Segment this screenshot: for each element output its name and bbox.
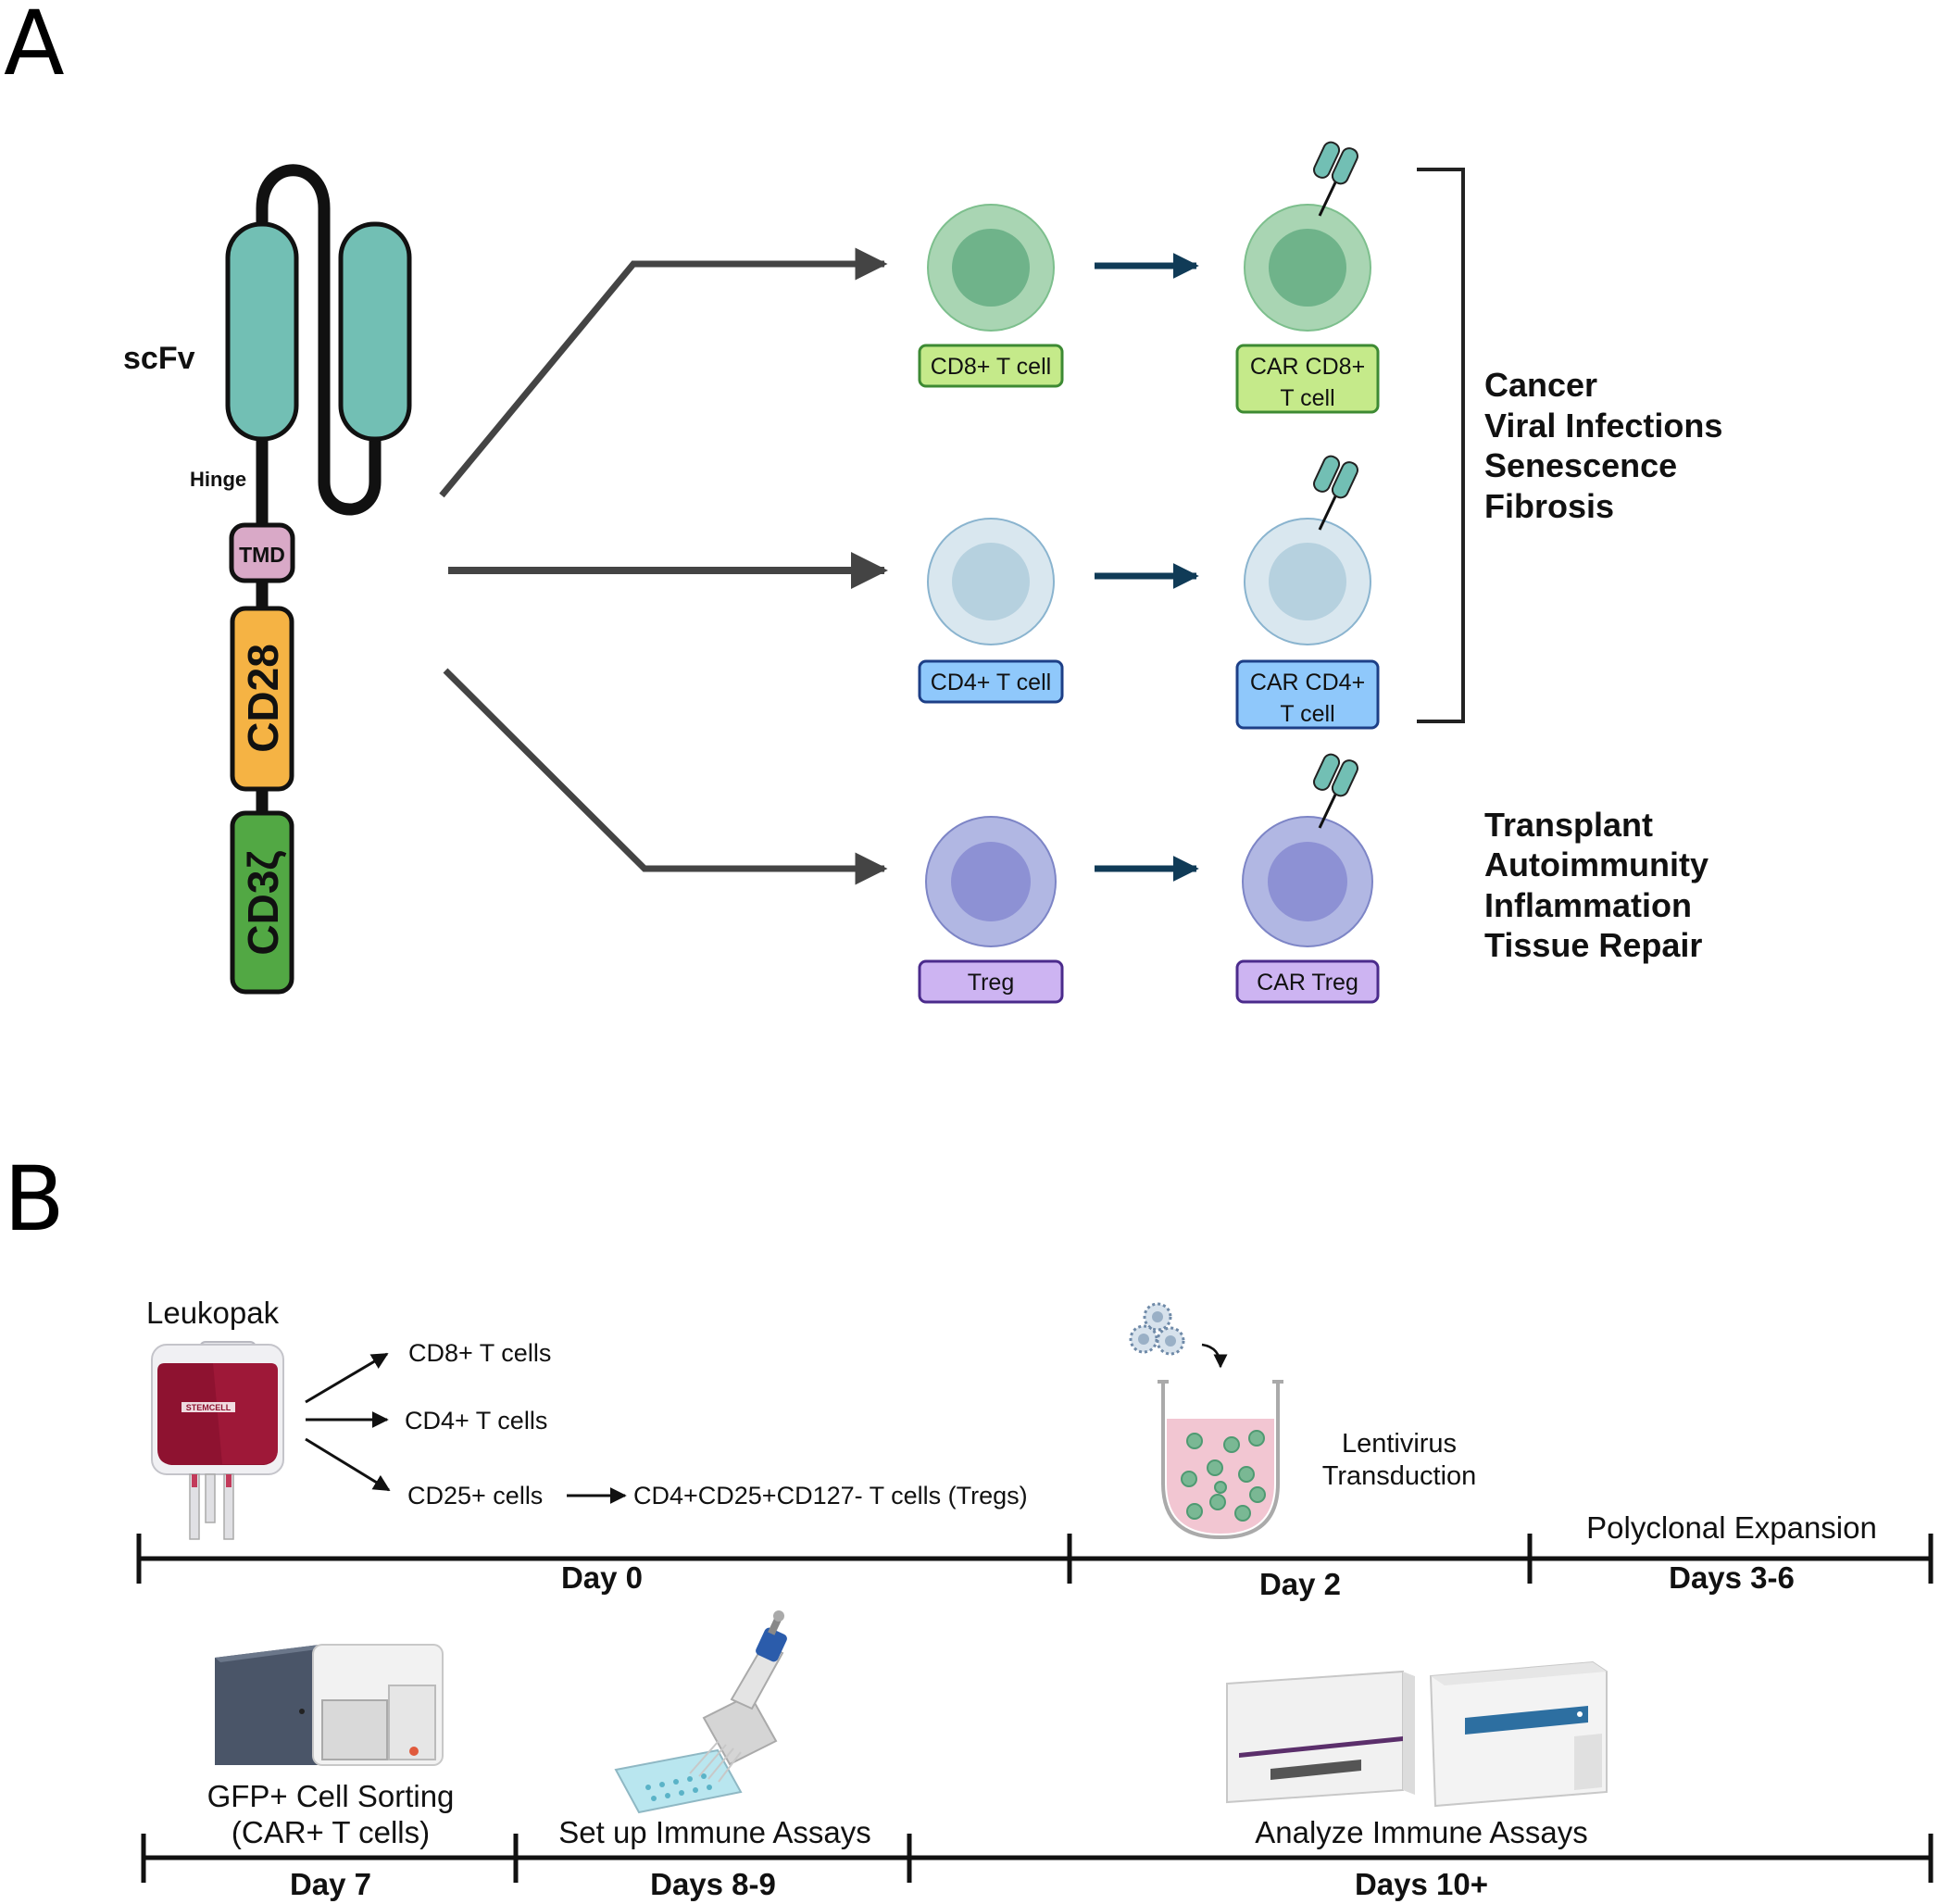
svg-text:Tissue Repair: Tissue Repair — [1484, 926, 1702, 964]
analyze-label: Analyze Immune Assays — [1255, 1815, 1588, 1849]
sorting-line1: GFP+ Cell Sorting — [207, 1779, 455, 1813]
timeline-bottom — [141, 1834, 1934, 1883]
lentivirus-icon — [1129, 1302, 1228, 1369]
multichannel-pipette-icon — [614, 1610, 787, 1814]
car-cd4-label-line1: CAR CD4+ — [1250, 670, 1365, 695]
car-cd4-t-cell — [1244, 452, 1371, 645]
svg-text:Senescence: Senescence — [1484, 446, 1677, 484]
days10-label: Days 10+ — [1355, 1867, 1488, 1901]
car-cd4-label-line2: T cell — [1280, 701, 1334, 727]
car-cd4-label-box — [1235, 659, 1380, 730]
effector-bracket — [1417, 168, 1465, 723]
treg-applications: Transplant Autoimmunity Inflammation Tis… — [1484, 806, 1708, 964]
plate-reader-icon — [1226, 1670, 1415, 1804]
flow-cytometer-icon — [1429, 1660, 1608, 1808]
cd4-t-cell — [927, 518, 1055, 645]
effector-applications: Cancer Viral Infections Senescence Fibro… — [1484, 366, 1722, 525]
car-cd8-label-box — [1235, 344, 1380, 414]
svg-text:Fibrosis: Fibrosis — [1484, 487, 1614, 525]
car-construct: scFv Hinge TMD CD28 CD3ζ — [123, 164, 412, 995]
car-treg-label-box — [1235, 959, 1380, 1004]
cd3z-label: CD3ζ — [239, 850, 287, 955]
transduction-line1: Lentivirus — [1342, 1429, 1457, 1459]
day0-label: Day 0 — [561, 1560, 643, 1595]
isolation-cd25: CD25+ cells — [407, 1482, 543, 1509]
car-treg-label: CAR Treg — [1257, 970, 1358, 996]
leukopak-label: Leukopak — [146, 1296, 280, 1330]
day2-label: Day 2 — [1259, 1567, 1341, 1601]
transduction-line2: Transduction — [1322, 1461, 1477, 1491]
days3-6-label: Days 3-6 — [1669, 1560, 1795, 1595]
scfv-domain-2 — [338, 221, 412, 442]
cd28-domain — [230, 606, 294, 792]
car-treg-cell — [1242, 750, 1373, 947]
culture-well-icon — [1158, 1380, 1283, 1540]
svg-text:Autoimmunity: Autoimmunity — [1484, 846, 1708, 883]
cd4-label: CD4+ T cell — [931, 670, 1051, 695]
tmd-label: TMD — [239, 543, 285, 567]
day7-label: Day 7 — [290, 1867, 371, 1901]
scfv-label: scFv — [123, 341, 195, 376]
isolation-cd4: CD4+ T cells — [405, 1407, 547, 1434]
branch-arrows — [439, 247, 888, 885]
isolation-tregs: CD4+CD25+CD127- T cells (Tregs) — [633, 1482, 1028, 1509]
timeline-top — [136, 1534, 1934, 1584]
treg-label-box — [918, 959, 1064, 1004]
days8-9-label: Days 8-9 — [650, 1867, 776, 1901]
isolation-cd8: CD8+ T cells — [408, 1339, 551, 1367]
expansion-label: Polyclonal Expansion — [1586, 1510, 1877, 1545]
panel-b-label: B — [4, 1147, 65, 1251]
cell-sorter-icon — [215, 1644, 444, 1766]
car-cd8-t-cell — [1244, 138, 1371, 332]
panel-a-label: A — [4, 0, 65, 95]
leukopak-bag-icon: STEMCELL — [151, 1341, 284, 1540]
treg-cell — [925, 816, 1057, 947]
setup-label: Set up Immune Assays — [558, 1815, 871, 1849]
scfv-domain-1 — [225, 221, 299, 442]
svg-text:Transplant: Transplant — [1484, 806, 1653, 844]
svg-text:Cancer: Cancer — [1484, 366, 1597, 404]
cd8-t-cell — [927, 204, 1055, 332]
cd28-label: CD28 — [239, 644, 287, 753]
bag-brand: STEMCELL — [186, 1403, 232, 1412]
tmd-domain — [229, 522, 295, 583]
cd3z-domain — [230, 810, 294, 995]
sorting-line2: (CAR+ T cells) — [232, 1815, 430, 1849]
car-cd8-label-line2: T cell — [1280, 385, 1334, 411]
car-cd8-label-line1: CAR CD8+ — [1250, 354, 1365, 380]
svg-text:Viral Infections: Viral Infections — [1484, 407, 1722, 445]
treg-label: Treg — [968, 970, 1014, 996]
hinge-label: Hinge — [190, 468, 246, 491]
cd4-label-box — [918, 659, 1064, 704]
svg-text:Inflammation: Inflammation — [1484, 886, 1692, 924]
cd8-label-box — [918, 344, 1064, 388]
isolation-arrows — [305, 1352, 627, 1504]
cd8-label: CD8+ T cell — [931, 354, 1051, 380]
